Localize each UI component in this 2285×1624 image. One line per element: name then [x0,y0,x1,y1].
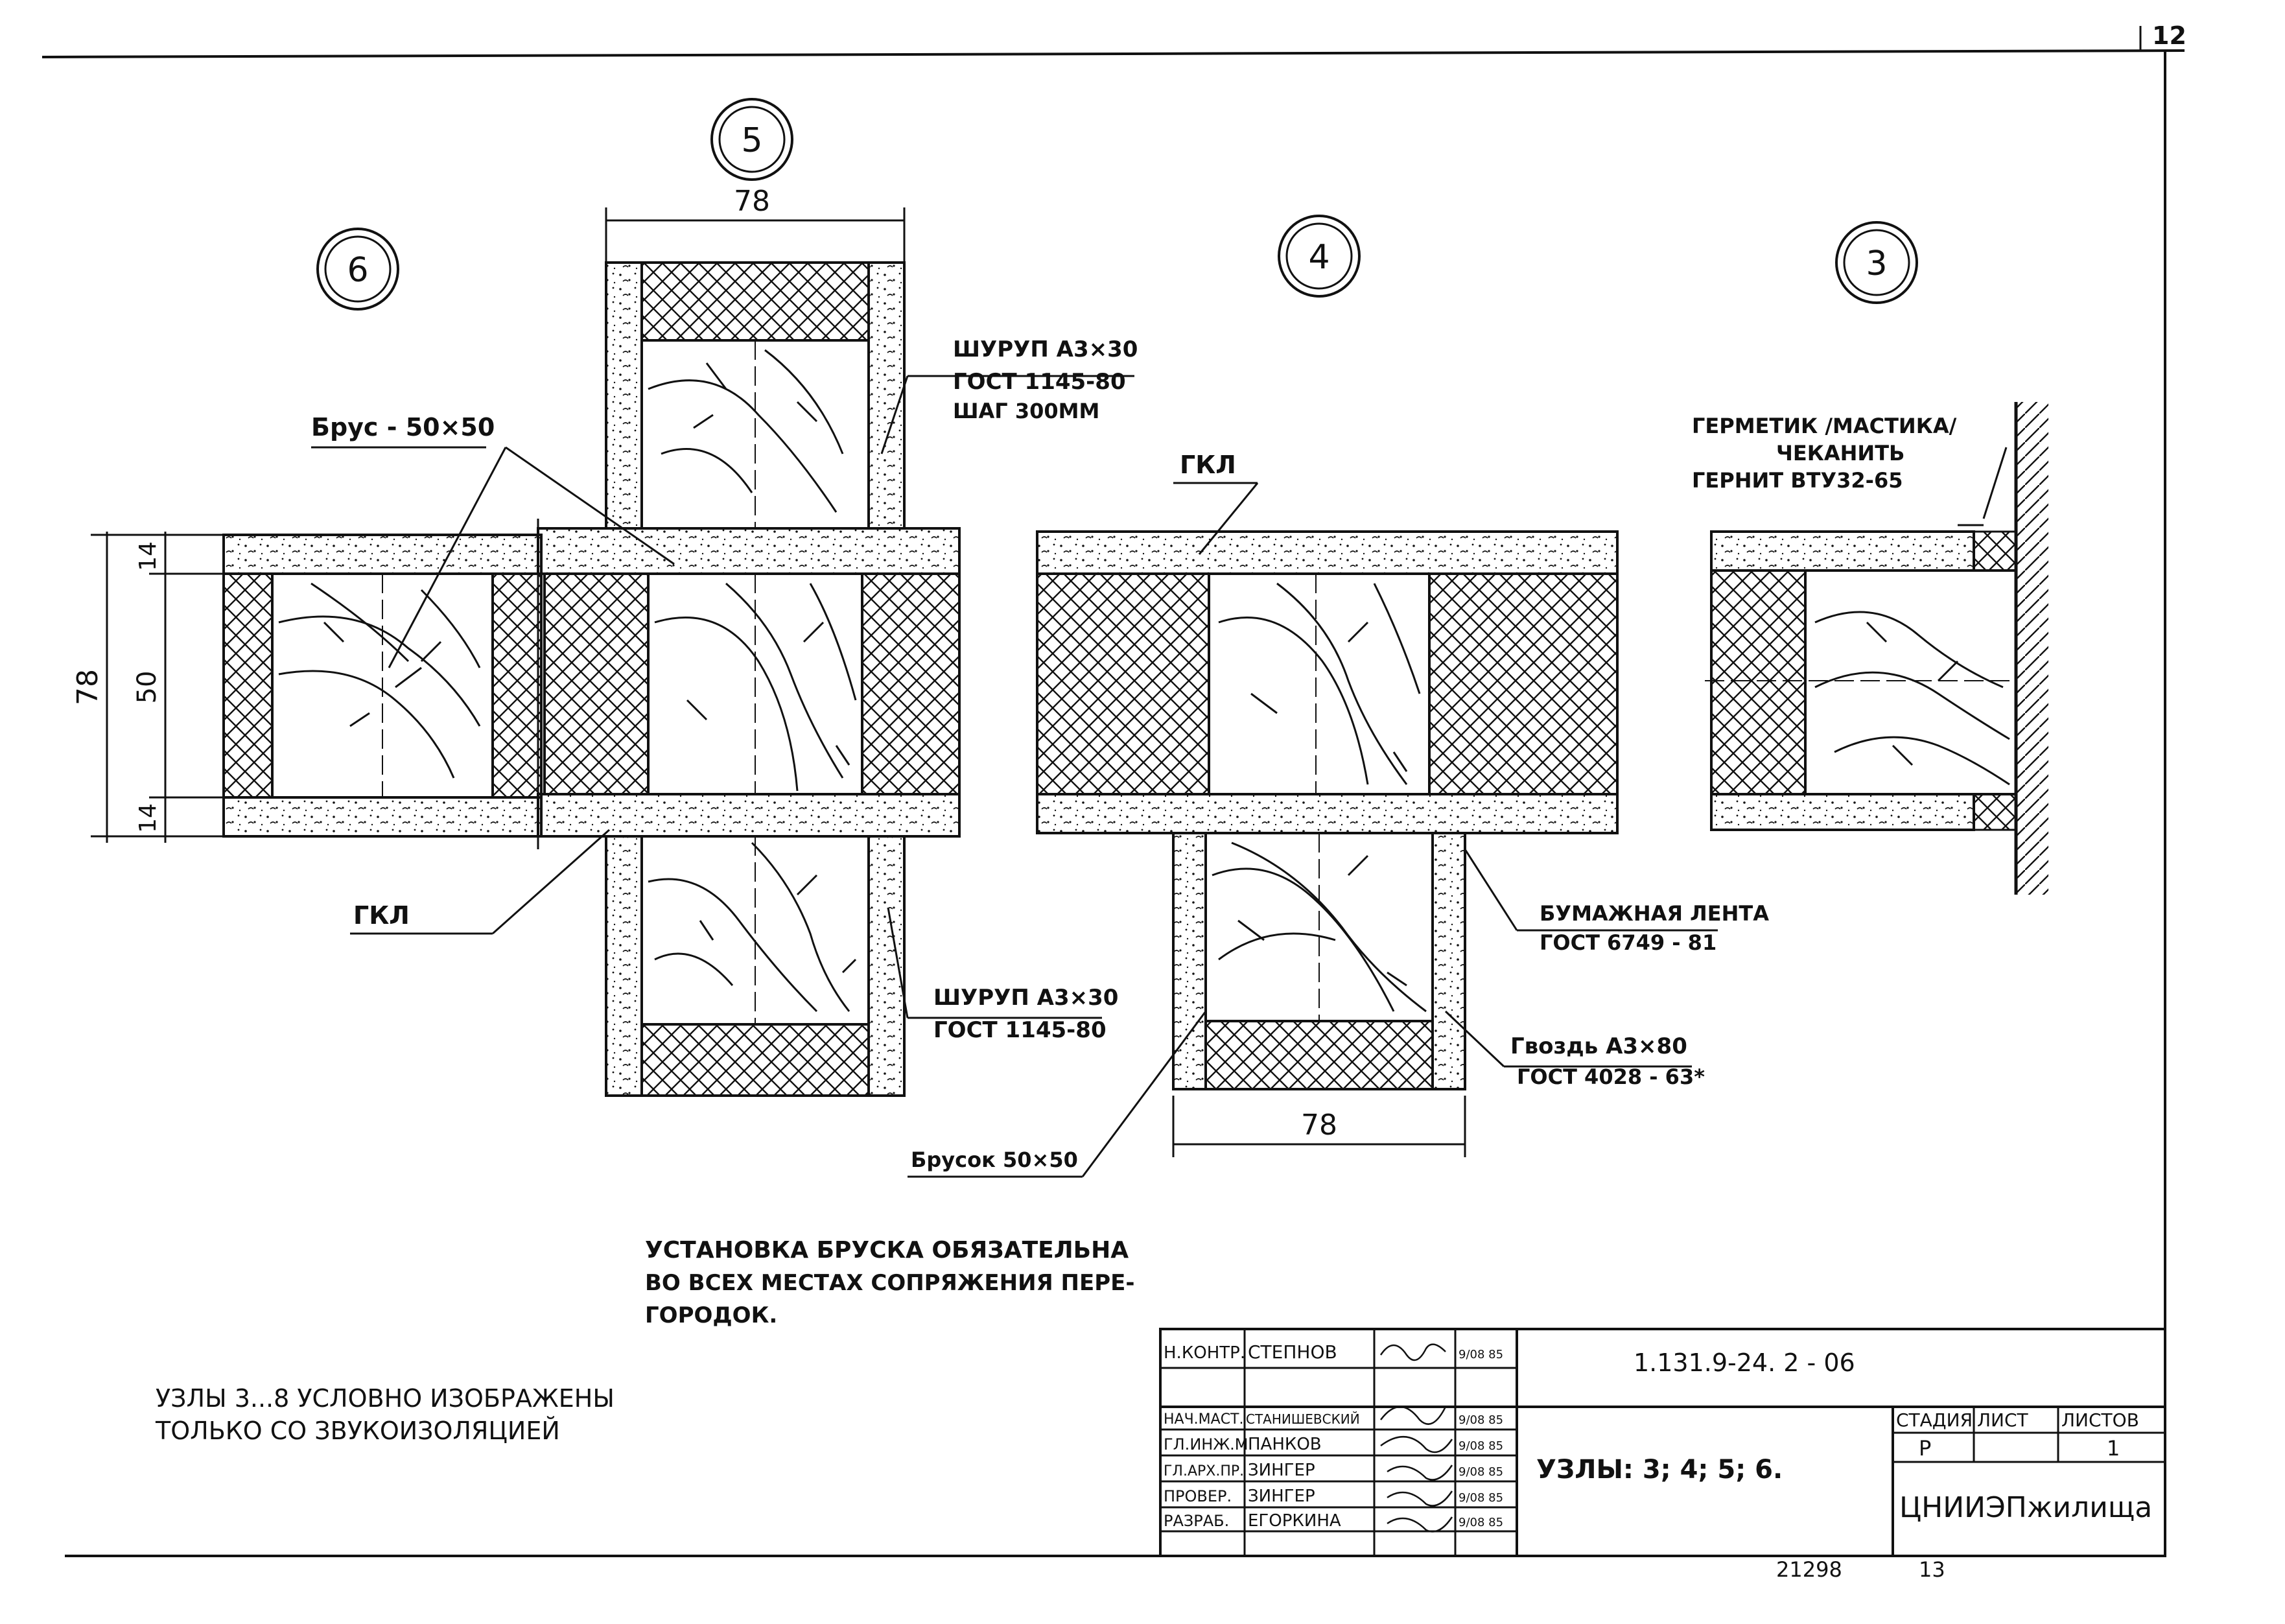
label-gkl-left: ГКЛ [353,901,410,930]
node-6-label: 6 [347,251,368,290]
dimension-lines [91,207,1466,1157]
node-marker-4 [1278,215,1361,298]
stamp-name-4: ЗИНГЕР [1248,1487,1315,1506]
dim-left-78: 78 [71,669,104,705]
label-germetik-3: ГЕРНИТ ВТУ32-65 [1692,468,1903,493]
dim-14-top: 14 [135,541,161,571]
stamp-name-1: СТАНИШЕВСКИЙ [1246,1411,1360,1427]
label-brusok: Брусок 50×50 [911,1147,1078,1172]
dim-bottom-78: 78 [1301,1109,1337,1142]
node-5-label: 5 [741,121,762,160]
stamp-date-5: 9/08 85 [1459,1516,1503,1529]
title-block [1159,1328,2166,1557]
label-lenta-1: БУМАЖНАЯ ЛЕНТА [1540,901,1769,926]
leader-lines [311,375,2008,1178]
note-2-line-2: ТОЛЬКО СО ЗВУКОИЗОЛЯЦИЕЙ [155,1417,560,1445]
label-gkl-mid: ГКЛ [1180,451,1236,479]
page-number: 13 [1919,1557,1945,1582]
stamp-role-3: ГЛ.АРХ.ПР. [1164,1463,1244,1479]
sheets-header: ЛИСТОВ [2061,1409,2139,1431]
stage-value: Р [1919,1436,1931,1461]
stamp-role-2: ГЛ.ИНЖ.М [1164,1435,1248,1453]
node-marker-3 [1835,221,1918,304]
dim-top-78: 78 [734,185,770,218]
stamp-name-0: СТЕПНОВ [1248,1341,1337,1363]
sheet-title: УЗЛЫ: 3; 4; 5; 6. [1536,1455,1783,1485]
stamp-date-3: 9/08 85 [1459,1465,1503,1479]
node-3-label: 3 [1866,244,1887,283]
node-marker-5 [710,98,793,181]
stamp-role-5: РАЗРАБ. [1164,1512,1229,1530]
label-gvozd-2: ГОСТ 4028 - 63* [1517,1065,1705,1089]
label-germetik-2: ЧЕКАНИТЬ [1776,441,1904,465]
label-germetik-1: ГЕРМЕТИК /МАСТИКА/ [1692,414,1957,438]
note-2-line-1: УЗЛЫ 3...8 УСЛОВНО ИЗОБРАЖЕНЫ [156,1384,615,1413]
label-gvozd-1: Гвоздь А3×80 [1510,1033,1687,1059]
stamp-role-1: НАЧ.МАСТ. [1164,1411,1244,1428]
stamp-date-4: 9/08 85 [1459,1491,1503,1505]
dim-50: 50 [132,671,162,704]
note-1-line-2: ВО ВСЕХ МЕСТАХ СОПРЯЖЕНИЯ ПЕРЕ- [645,1270,1135,1296]
sheet-number: 12 [2152,21,2186,50]
stamp-date-1: 9/08 85 [1459,1413,1503,1427]
label-shurup-top-3: ШАГ 300ММ [953,399,1099,423]
stamp-name-2: ПАНКОВ [1248,1435,1322,1454]
stage-header: СТАДИЯ [1896,1409,1973,1431]
stamp-name-3: ЗИНГЕР [1248,1461,1315,1480]
stamp-role-0: Н.КОНТР. [1164,1343,1245,1363]
signatures [1379,1343,1453,1533]
label-shurup-bot-1: ШУРУП А3×30 [933,985,1118,1011]
sheets-value: 1 [2107,1436,2120,1461]
node-5-section [537,261,961,1097]
node-3-section [1705,402,2048,895]
doc-code: 1.131.9-24. 2 - 06 [1634,1348,1855,1377]
label-shurup-top-2: ГОСТ 1145-80 [953,369,1126,395]
label-brus: Брус - 50×50 [311,413,495,441]
label-lenta-2: ГОСТ 6749 - 81 [1540,930,1717,955]
inventory-number: 21298 [1776,1557,1842,1582]
node-4-section [1036,530,1619,1090]
label-shurup-bot-2: ГОСТ 1145-80 [933,1017,1107,1043]
stamp-role-4: ПРОВЕР. [1164,1487,1232,1505]
label-shurup-top-1: ШУРУП А3×30 [953,336,1138,362]
note-1-line-3: ГОРОДОК. [645,1302,777,1328]
node-6-section [222,534,543,838]
node-4-label: 4 [1308,238,1330,277]
org-name: ЦНИИЭПжилища [1899,1491,2152,1524]
node-marker-6 [316,228,399,311]
stamp-date-0: 9/08 85 [1459,1348,1503,1361]
note-1-line-1: УСТАНОВКА БРУСКА ОБЯЗАТЕЛЬНА [645,1237,1129,1264]
dim-14-bottom: 14 [135,803,161,833]
stamp-date-2: 9/08 85 [1459,1439,1503,1453]
stamp-name-5: ЕГОРКИНА [1248,1511,1341,1531]
sheet-header: ЛИСТ [1977,1409,2029,1431]
